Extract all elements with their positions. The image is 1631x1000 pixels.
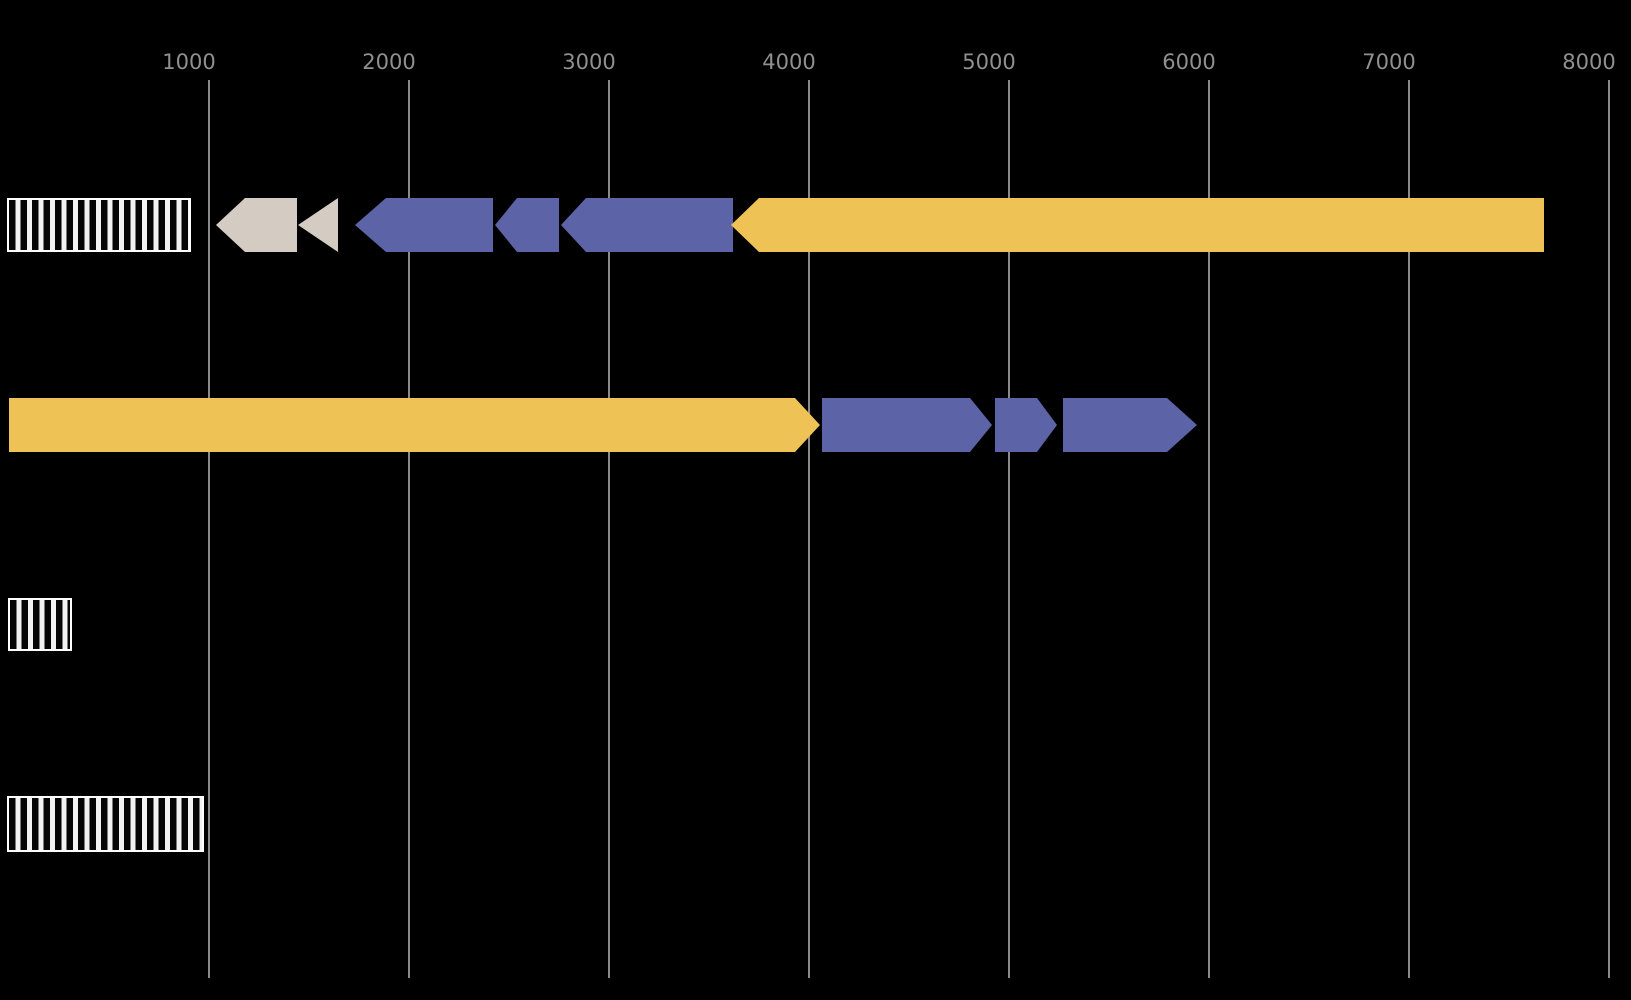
axis-tick-label: 5000 (962, 50, 1015, 74)
gene-arrow (995, 398, 1057, 452)
gene-arrow (9, 398, 820, 452)
gene-arrow (495, 198, 559, 252)
track-label-redacted (7, 796, 204, 852)
gene-arrow (561, 198, 733, 252)
gene-arrow (355, 198, 493, 252)
gene-arrow (731, 198, 1544, 252)
track-label-redacted (8, 598, 72, 651)
axis-tick-label: 1000 (162, 50, 215, 74)
gene-arrow (298, 198, 338, 252)
axis-tick-label: 4000 (762, 50, 815, 74)
gene-arrow (216, 198, 297, 252)
axis-tick-label: 2000 (362, 50, 415, 74)
gene-arrow (1063, 398, 1197, 452)
track-label-redacted (7, 198, 191, 252)
gene-arrow (822, 398, 992, 452)
axis-tick-label: 3000 (562, 50, 615, 74)
axis-tick-label: 7000 (1362, 50, 1415, 74)
axis-tick-label: 8000 (1562, 50, 1615, 74)
axis-tick-label: 6000 (1162, 50, 1215, 74)
